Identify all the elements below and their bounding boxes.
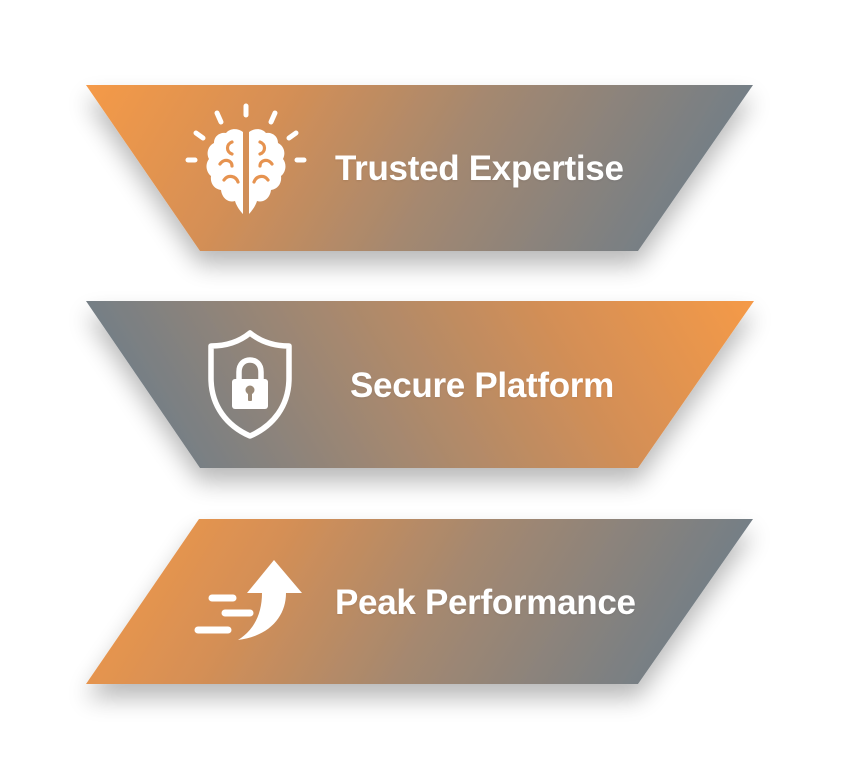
speed-arrow-up-icon <box>194 560 302 640</box>
banner-label-secure-platform: Secure Platform <box>350 366 614 405</box>
brain-lightbulb-icon <box>185 103 307 214</box>
banner-label-peak-performance: Peak Performance <box>335 583 636 622</box>
shield-lock-icon <box>208 330 292 439</box>
banner-label-trusted-expertise: Trusted Expertise <box>335 149 624 188</box>
